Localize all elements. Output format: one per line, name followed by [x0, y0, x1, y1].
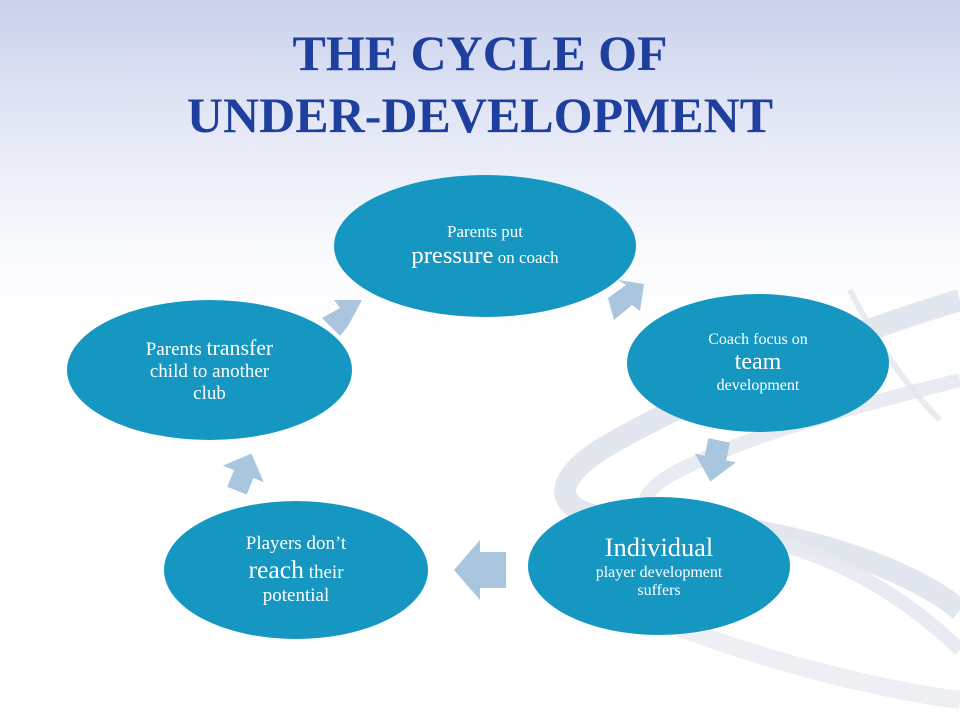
cycle-node-coach-focus: Coach focus on team development — [627, 294, 889, 432]
node-3-line-3: suffers — [637, 581, 681, 599]
node-2-emphasis: team — [734, 349, 782, 376]
node-5-emphasis: transfer — [206, 335, 274, 360]
arrow-right-up-icon — [322, 300, 362, 336]
arrow-right-down-icon — [608, 280, 644, 320]
node-4-emphasis: reach — [248, 555, 304, 584]
node-4-line-3: potential — [262, 585, 330, 606]
cycle-node-parents-transfer: Parents transfer child to another club — [67, 300, 352, 440]
node-5-line-1-start: Parents — [145, 338, 207, 360]
node-5-line-2: child to another — [149, 360, 270, 382]
title-line-1: THE CYCLE OF — [292, 25, 668, 81]
cycle-node-individual-development: Individual player development suffers — [528, 497, 790, 635]
page-title: THE CYCLE OF UNDER-DEVELOPMENT — [0, 22, 960, 146]
arrow-left-icon — [454, 540, 506, 600]
node-1-line-2-rest: on coach — [493, 248, 559, 267]
node-2-line-1: Coach focus on — [708, 331, 808, 349]
title-line-2: UNDER-DEVELOPMENT — [186, 87, 774, 143]
node-4-line-2-rest: their — [303, 562, 344, 583]
node-5-line-3: club — [193, 382, 226, 404]
arrow-up-icon — [222, 453, 264, 495]
arrow-down-icon — [694, 438, 736, 482]
node-1-emphasis: pressure — [411, 242, 494, 269]
node-3-line-2: player development — [595, 563, 723, 581]
cycle-node-players-potential: Players don’t reach their potential — [164, 501, 428, 639]
node-4-line-1: Players don’t — [245, 533, 347, 554]
node-3-emphasis: Individual — [604, 532, 714, 563]
node-2-line-3: development — [716, 376, 800, 394]
cycle-node-parents-pressure: Parents put pressure on coach — [334, 175, 636, 317]
node-1-line-1: Parents put — [446, 222, 524, 241]
